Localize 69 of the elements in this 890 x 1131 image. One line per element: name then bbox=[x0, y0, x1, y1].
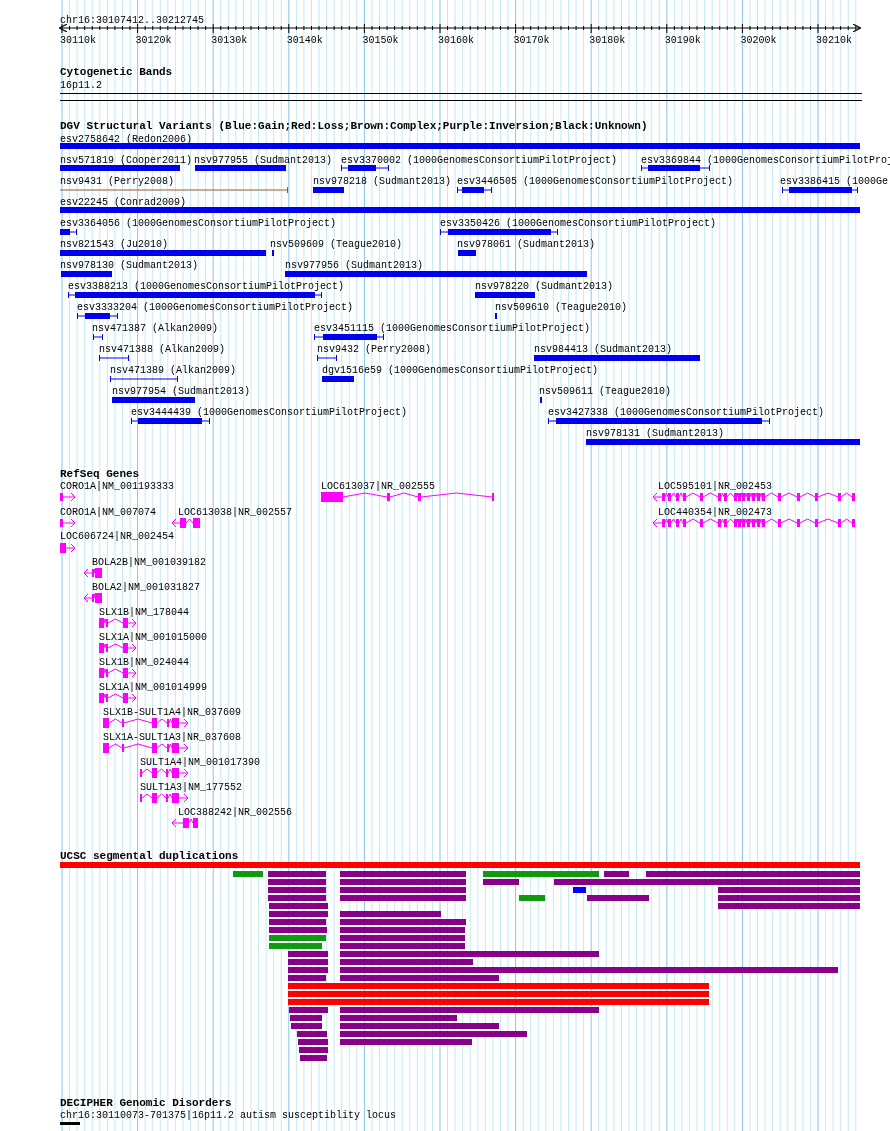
variant-label: nsv509610 (Teague2010) bbox=[495, 302, 628, 313]
gene-label: SLX1A-SULT1A3|NR_037608 bbox=[103, 732, 242, 743]
variant-label: nsv984413 (Sudmant2013) bbox=[534, 344, 673, 355]
variant-label: nsv978220 (Sudmant2013) bbox=[475, 281, 614, 292]
region-label: 16p11.2 bbox=[60, 80, 102, 91]
variant-label: dgv1516e59 (1000GenomesConsortiumPilotProject) bbox=[322, 365, 599, 376]
variant-label: nsv978131 (Sudmant2013) bbox=[586, 428, 725, 439]
variant-label: esv3370002 (1000GenomesConsortiumPilotProject) bbox=[341, 155, 618, 166]
variant-label: nsv571819 (Cooper2011) bbox=[60, 155, 193, 166]
track-heading: UCSC segmental duplications bbox=[60, 851, 239, 862]
region-label: chr16:30110073-701375|16p11.2 autism susceptiblity locus bbox=[60, 1110, 397, 1121]
variant-label: nsv977956 (Sudmant2013) bbox=[285, 260, 424, 271]
gene-label: SLX1B|NM_178044 bbox=[99, 607, 189, 618]
gene-label: SLX1B-SULT1A4|NR_037609 bbox=[103, 707, 242, 718]
scale-tick-label: 30160k bbox=[438, 35, 474, 46]
scale-tick-label: 30210k bbox=[816, 35, 852, 46]
gene-label: SLX1A|NM_001015000 bbox=[99, 632, 208, 643]
variant-label: esv3350426 (1000GenomesConsortiumPilotProject) bbox=[440, 218, 717, 229]
track-heading: RefSeq Genes bbox=[60, 469, 140, 480]
gene-label: SULT1A4|NM_001017390 bbox=[140, 757, 261, 768]
gene-label: LOC388242|NR_002556 bbox=[178, 807, 293, 818]
gene-label: LOC613037|NR_002555 bbox=[321, 481, 436, 492]
variant-label: nsv471387 (Alkan2009) bbox=[92, 323, 219, 334]
variant-label: nsv978130 (Sudmant2013) bbox=[60, 260, 199, 271]
gene-label: BOLA2|NM_001031827 bbox=[92, 582, 201, 593]
variant-label: nsv977954 (Sudmant2013) bbox=[112, 386, 251, 397]
variant-label: nsv509609 (Teague2010) bbox=[270, 239, 403, 250]
scale-tick-label: 30180k bbox=[589, 35, 626, 46]
variant-label: esv22245 (Conrad2009) bbox=[60, 197, 187, 208]
variant-label: esv2758642 (Redon2006) bbox=[60, 134, 193, 145]
variant-label: nsv9431 (Perry2008) bbox=[60, 176, 175, 187]
scale-tick-label: 30110k bbox=[60, 35, 96, 46]
variant-label: esv3364056 (1000GenomesConsortiumPilotProject) bbox=[60, 218, 337, 229]
variant-label: esv3333204 (1000GenomesConsortiumPilotProject) bbox=[77, 302, 354, 313]
gene-label: LOC606724|NR_002454 bbox=[60, 531, 175, 542]
gene-label: CORO1A|NM_007074 bbox=[60, 507, 156, 518]
variant-label: nsv509611 (Teague2010) bbox=[539, 386, 672, 397]
variant-label: esv3386415 (1000Ge bbox=[780, 176, 889, 187]
variant-label: nsv977955 (Sudmant2013) bbox=[194, 155, 333, 166]
variant-label: nsv821543 (Ju2010) bbox=[60, 239, 169, 250]
variant-label: nsv471389 (Alkan2009) bbox=[110, 365, 237, 376]
scale-tick-label: 30170k bbox=[513, 35, 550, 46]
variant-label: nsv978218 (Sudmant2013) bbox=[313, 176, 452, 187]
gene-label: LOC595101|NR_002453 bbox=[658, 481, 773, 492]
gene-label: LOC440354|NR_002473 bbox=[658, 507, 773, 518]
track-heading: DGV Structural Variants (Blue:Gain;Red:Loss;Brown:Complex;Purple:Inversion;Black:Unknown) bbox=[60, 121, 648, 132]
gene-label: CORO1A|NM_001193333 bbox=[60, 481, 175, 492]
variant-label: nsv9432 (Perry2008) bbox=[317, 344, 432, 355]
variant-label: esv3446505 (1000GenomesConsortiumPilotProject) bbox=[457, 176, 734, 187]
gene-label: BOLA2B|NM_001039182 bbox=[92, 557, 207, 568]
gene-label: LOC613038|NR_002557 bbox=[178, 507, 293, 518]
track-heading: Cytogenetic Bands bbox=[60, 67, 173, 78]
variant-label: nsv471388 (Alkan2009) bbox=[99, 344, 226, 355]
variant-label: esv3388213 (1000GenomesConsortiumPilotProject) bbox=[68, 281, 345, 292]
region-label: chr16:30107412..30212745 bbox=[60, 15, 205, 26]
scale-tick-label: 30150k bbox=[362, 35, 399, 46]
gene-label: SLX1B|NM_024044 bbox=[99, 657, 189, 668]
scale-tick-label: 30200k bbox=[740, 35, 777, 46]
variant-label: nsv978061 (Sudmant2013) bbox=[457, 239, 596, 250]
scale-tick-label: 30120k bbox=[135, 35, 172, 46]
scale-tick-label: 30140k bbox=[286, 35, 323, 46]
gene-label: SULT1A3|NM_177552 bbox=[140, 782, 243, 793]
scale-tick-label: 30130k bbox=[211, 35, 248, 46]
variant-label: esv3427338 (1000GenomesConsortiumPilotProject) bbox=[548, 407, 825, 418]
scale-tick-label: 30190k bbox=[664, 35, 701, 46]
variant-label: esv3444439 (1000GenomesConsortiumPilotProject) bbox=[131, 407, 408, 418]
gene-label: SLX1A|NM_001014999 bbox=[99, 682, 208, 693]
track-heading: DECIPHER Genomic Disorders bbox=[60, 1098, 232, 1109]
variant-label: esv3451115 (1000GenomesConsortiumPilotProject) bbox=[314, 323, 591, 334]
